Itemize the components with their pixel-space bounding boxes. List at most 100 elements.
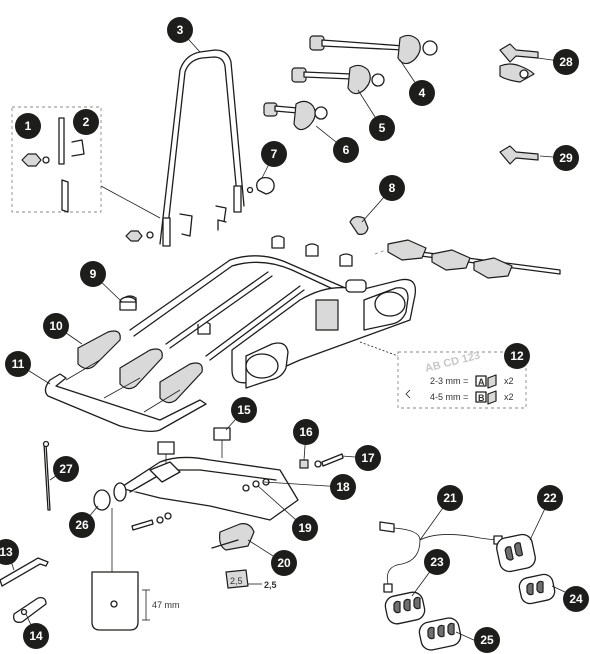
callout-17: 17 — [355, 445, 381, 471]
callout-3: 3 — [167, 17, 193, 43]
part-arm-long — [309, 34, 438, 65]
callout-number: 29 — [559, 151, 573, 165]
part-carrier-body — [129, 255, 417, 389]
callout-number: 18 — [336, 480, 350, 494]
callout-1: 1 — [15, 113, 41, 139]
callout-4: 4 — [409, 80, 435, 106]
part-cable-tie — [42, 440, 51, 511]
part-lamp-22 — [496, 533, 536, 573]
callout-19: 19 — [292, 515, 318, 541]
part-lever — [211, 523, 255, 551]
part-wheel-rail — [44, 359, 207, 432]
callout-14: 14 — [23, 623, 49, 649]
callout-number: 20 — [277, 556, 291, 570]
callout-number: 3 — [177, 23, 184, 37]
callout-number: 28 — [559, 55, 573, 69]
part-tag: 2,5 2,5 — [225, 569, 277, 590]
part-hook — [349, 216, 369, 235]
callout-number: 21 — [443, 491, 457, 505]
callout-number: 5 — [379, 121, 386, 135]
callout-2: 2 — [73, 109, 99, 135]
callout-number: 14 — [29, 629, 43, 643]
callout-number: 13 — [0, 545, 13, 559]
plate-key-a: A — [478, 377, 485, 387]
plate-number-text: AB CD 123 — [424, 350, 481, 375]
plate-qty-a: x2 — [504, 376, 514, 386]
part-lamp-25 — [418, 617, 462, 651]
part-collar — [119, 296, 137, 311]
plate-key-b-box — [475, 391, 487, 403]
part-small-clamp — [246, 176, 275, 195]
part-ring — [93, 489, 111, 511]
plate-row-a-text: 2-3 mm = — [430, 376, 468, 386]
callout-28: 28 — [553, 49, 579, 75]
callout-6: 6 — [333, 137, 359, 163]
callout-18: 18 — [330, 474, 356, 500]
callout-number: 23 — [430, 555, 444, 569]
callout-22: 22 — [537, 485, 563, 511]
callout-number: 8 — [389, 181, 396, 195]
part-wheel-holders — [77, 330, 203, 404]
callout-number: 17 — [361, 451, 375, 465]
plate-qty-b: x2 — [504, 392, 514, 402]
callout-number: 7 — [271, 147, 278, 161]
callout-number: 11 — [12, 357, 25, 371]
callout-24: 24 — [563, 586, 589, 612]
callout-11: 11 — [5, 351, 31, 377]
callout-9: 9 — [80, 261, 106, 287]
part-strap — [13, 596, 47, 623]
part-knob — [21, 153, 154, 242]
part-arm-short — [263, 100, 328, 131]
callout-29: 29 — [553, 145, 579, 171]
callout-number: 24 — [569, 592, 583, 606]
callout-10: 10 — [43, 313, 69, 339]
callout-20: 20 — [271, 550, 297, 576]
callout-number: 22 — [543, 491, 557, 505]
callout-number: 10 — [49, 319, 63, 333]
callouts: 1 2 3 4 5 6 7 8 9 10 11 12 13 14 15 16 1… — [0, 17, 589, 653]
callout-15: 15 — [231, 397, 257, 423]
tag-value: 2,5 — [264, 580, 277, 590]
callout-number: 25 — [480, 633, 494, 647]
plate-key-a-box — [475, 375, 487, 387]
leader-rail — [374, 249, 387, 255]
callout-number: 2 — [83, 115, 90, 129]
callout-23: 23 — [424, 549, 450, 575]
part-bolt — [58, 117, 85, 213]
callout-7: 7 — [261, 141, 287, 167]
callout-number: 27 — [59, 462, 73, 476]
part-hitch-frame — [113, 427, 299, 521]
callout-number: 4 — [419, 86, 426, 100]
callout-16: 16 — [293, 419, 319, 445]
callout-26: 26 — [69, 512, 95, 538]
part-allen-key — [0, 557, 49, 587]
part-upright-frame — [159, 49, 245, 247]
part-lamp-24 — [518, 573, 556, 605]
plate-key-b: B — [478, 393, 485, 403]
callout-number: 16 — [299, 425, 313, 439]
callout-number: 19 — [298, 521, 312, 535]
part-arm-medium — [291, 64, 385, 95]
parts-group-box — [11, 106, 102, 213]
callout-number: 9 — [90, 267, 97, 281]
part-bolts-group — [131, 453, 344, 531]
bracket-dimension-text: 47 mm — [152, 600, 180, 610]
license-plate-box: AB CD 123 2-3 mm = A x2 4-5 mm = B x2 — [359, 341, 527, 409]
callout-number: 1 — [25, 119, 32, 133]
part-cable — [379, 521, 503, 593]
callout-13: 13 — [0, 539, 19, 565]
callout-5: 5 — [369, 115, 395, 141]
callout-number: 12 — [510, 349, 524, 363]
part-plate-bracket: 47 mm — [91, 508, 180, 631]
callout-21: 21 — [437, 485, 463, 511]
plate-row-b-text: 4-5 mm = — [430, 392, 468, 402]
callout-27: 27 — [53, 456, 79, 482]
callout-12: 12 — [504, 343, 530, 369]
callout-number: 15 — [237, 403, 251, 417]
part-lamp-23 — [384, 591, 426, 625]
callout-number: 6 — [343, 143, 350, 157]
tag-label: 2,5 — [230, 576, 243, 586]
part-keys — [499, 43, 539, 165]
